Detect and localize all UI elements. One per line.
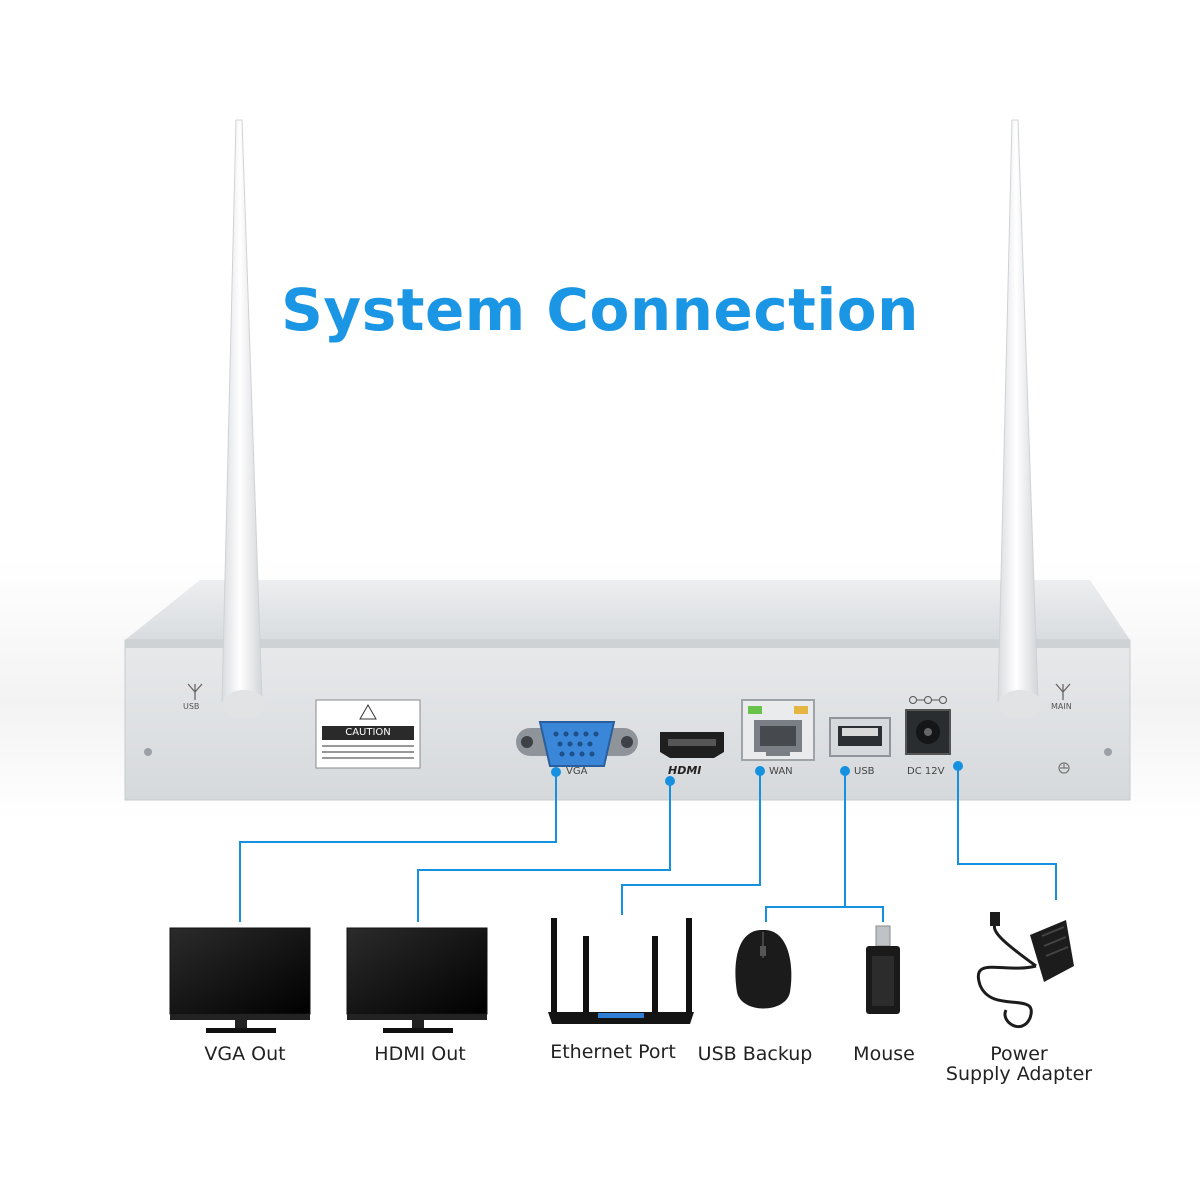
mouse-icon	[735, 930, 792, 1009]
router-icon	[548, 918, 694, 1024]
dc-port-label: DC 12V	[907, 766, 945, 777]
usb-drive-icon	[866, 925, 900, 1014]
power-adapter-label-line1: Power	[990, 1043, 1048, 1065]
mouse-label: Mouse	[853, 1043, 915, 1065]
ground-symbol-icon	[1058, 762, 1070, 774]
hdmi-out-label: HDMI Out	[374, 1043, 466, 1065]
vga-port	[516, 721, 638, 767]
device-face	[124, 639, 1131, 801]
dc-power-port	[905, 696, 951, 755]
antenna-left	[221, 119, 266, 718]
ethernet-port-label: Ethernet Port	[550, 1041, 676, 1063]
wan-port	[741, 699, 815, 761]
antenna-right-label: MAIN	[1051, 702, 1072, 711]
nvr-device	[124, 580, 1131, 801]
device-top	[125, 580, 1130, 640]
power-adapter-label-line2: Supply Adapter	[945, 1063, 1093, 1085]
caution-label: CAUTION	[345, 727, 391, 738]
hdmi-logo: HDMI	[668, 764, 702, 777]
connection-dots	[551, 761, 963, 786]
hdmi-port	[660, 732, 724, 758]
connection-lines	[239, 766, 1057, 922]
page-title: System Connection	[281, 276, 919, 344]
usb-port-label: USB	[854, 766, 875, 777]
vga-port-label: VGA	[566, 766, 588, 777]
antenna-left-label: USB	[183, 702, 200, 711]
wan-port-label: WAN	[769, 766, 793, 777]
antenna-right	[997, 119, 1042, 718]
monitor-icon	[169, 927, 311, 1033]
usb-backup-label: USB Backup	[697, 1043, 813, 1065]
power-adapter-icon	[976, 912, 1074, 1029]
antenna-symbol-icon	[187, 683, 1071, 700]
usb-port	[829, 717, 891, 757]
vga-out-label: VGA Out	[204, 1043, 286, 1065]
monitor-icon	[346, 927, 488, 1033]
